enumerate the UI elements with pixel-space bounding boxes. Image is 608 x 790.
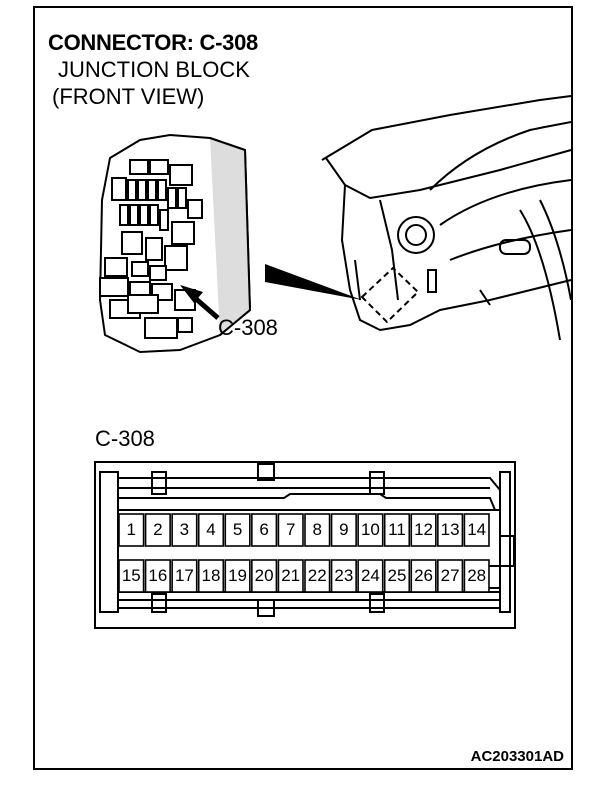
figure-code: AC203301AD <box>470 748 564 765</box>
pin-number: 22 <box>307 566 327 585</box>
pin-number: 13 <box>440 520 460 539</box>
pin-cell <box>197 559 225 593</box>
pin-number: 2 <box>153 520 163 539</box>
pin-number: 18 <box>201 566 221 585</box>
pin-cell <box>330 559 357 593</box>
pin-number: 21 <box>281 566 301 585</box>
pin-cell <box>437 559 464 593</box>
pin-cell <box>251 559 278 593</box>
pin-number: 1 <box>126 520 137 539</box>
pin-number: 26 <box>414 566 433 585</box>
dashboard-illustration <box>321 95 572 341</box>
subtitle-line-2: (FRONT VIEW) <box>52 84 205 109</box>
callout-label: C-308 <box>218 315 278 340</box>
subtitle-line-1: JUNCTION BLOCK <box>58 57 250 82</box>
pin-cell <box>357 513 384 547</box>
pin-cell <box>277 559 304 593</box>
pin-cell <box>304 513 331 547</box>
pin-cell <box>171 513 198 547</box>
pin-cell <box>144 513 171 547</box>
connector-label: C-308 <box>95 426 155 451</box>
pin-number: 17 <box>174 566 194 585</box>
pin-number: 27 <box>440 566 460 585</box>
pin-number: 16 <box>148 566 168 585</box>
pin-cell <box>171 559 198 593</box>
pin-number: 6 <box>259 520 269 539</box>
pin-number: 23 <box>334 566 354 585</box>
leader-arrow <box>265 264 362 300</box>
junction-block-illustration <box>98 133 252 354</box>
pin-number: 12 <box>414 520 433 539</box>
pin-cell <box>383 559 411 593</box>
pin-cell <box>437 513 464 547</box>
pin-number: 11 <box>388 520 406 539</box>
pin-number: 28 <box>467 566 487 585</box>
pin-cell <box>304 559 331 593</box>
pin-number: 4 <box>206 520 216 539</box>
pin-cell <box>463 513 490 547</box>
pin-number: 15 <box>121 566 141 585</box>
pin-cell <box>463 559 490 593</box>
pin-cell <box>383 513 411 547</box>
pin-cell <box>357 559 384 593</box>
page-title: CONNECTOR: C-308 <box>48 30 258 55</box>
pin-cell <box>118 513 145 547</box>
pin-cell <box>144 559 171 593</box>
pin-number: 24 <box>360 566 380 585</box>
pin-number: 5 <box>232 520 243 539</box>
pin-cell <box>251 513 278 547</box>
diagram-frame <box>33 6 573 770</box>
pin-cell <box>224 559 251 593</box>
pin-cell <box>277 513 304 547</box>
pin-cell <box>197 513 225 547</box>
pin-cell <box>410 513 437 547</box>
pin-number: 7 <box>285 520 296 539</box>
pin-number: 20 <box>254 566 274 585</box>
pin-number: 3 <box>179 520 190 539</box>
connector-pin-grid <box>118 513 490 593</box>
pin-number: 10 <box>360 520 380 539</box>
connector-diagram <box>94 461 516 629</box>
pin-cell <box>118 559 145 593</box>
pin-number: 9 <box>339 520 349 539</box>
pin-number: 25 <box>387 566 407 585</box>
location-marker <box>360 266 420 324</box>
pin-number: 14 <box>467 520 487 539</box>
pin-cell <box>330 513 357 547</box>
callout-arrow <box>180 285 220 320</box>
pin-number: 8 <box>312 520 322 539</box>
pin-number: 19 <box>228 566 247 585</box>
pin-cell <box>410 559 437 593</box>
pin-cell <box>224 513 251 547</box>
